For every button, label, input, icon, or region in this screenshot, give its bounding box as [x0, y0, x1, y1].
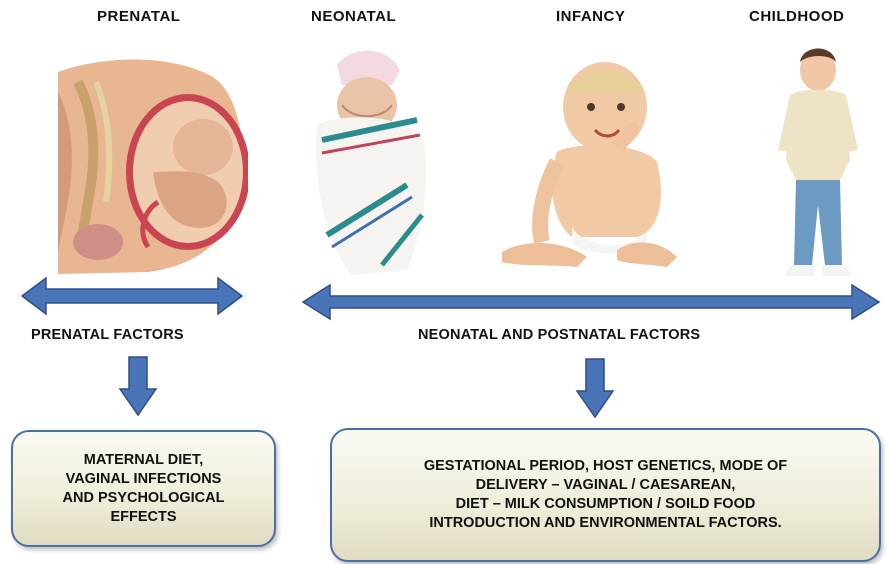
postnatal-factors-text: GESTATIONAL PERIOD, HOST GENETICS, MODE … [424, 457, 787, 533]
postnatal-factors-label: NEONATAL AND POSTNATAL FACTORS [418, 327, 700, 343]
stage-label-childhood: CHILDHOOD [749, 8, 844, 25]
neonatal-baby-photo [312, 45, 430, 277]
prenatal-down-arrow [118, 355, 158, 419]
postnatal-factors-box: GESTATIONAL PERIOD, HOST GENETICS, MODE … [330, 428, 881, 562]
postnatal-down-arrow [575, 357, 615, 421]
prenatal-factors-label: PRENATAL FACTORS [31, 327, 184, 343]
stage-label-neonatal: NEONATAL [311, 8, 396, 25]
prenatal-double-arrow [22, 278, 242, 314]
prenatal-factors-text: MATERNAL DIET, VAGINAL INFECTIONS AND PS… [63, 451, 225, 527]
timeline-arrows [0, 270, 887, 330]
prenatal-factors-box: MATERNAL DIET, VAGINAL INFECTIONS AND PS… [11, 430, 276, 547]
stage-label-infancy: INFANCY [556, 8, 625, 25]
stage-label-prenatal: PRENATAL [97, 8, 180, 25]
postnatal-double-arrow [303, 285, 879, 319]
prenatal-womb-illustration [38, 52, 248, 274]
child-boy-photo [770, 40, 862, 290]
infant-baby-photo [497, 52, 680, 276]
